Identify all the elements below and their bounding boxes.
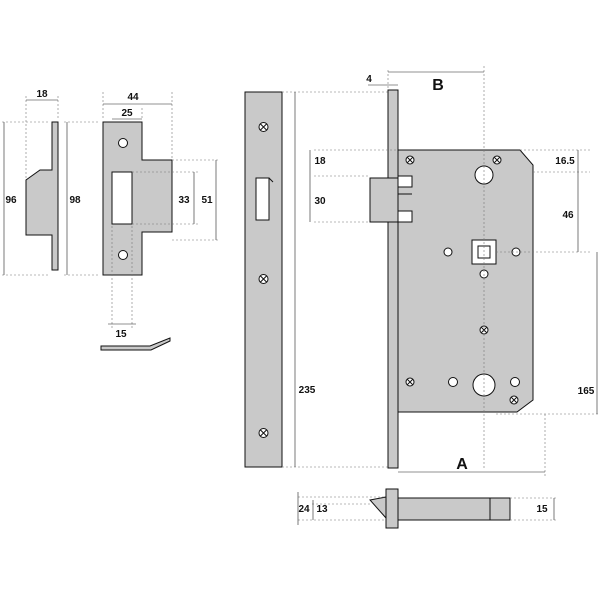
latch-bottom-view: 24 13 15 xyxy=(297,488,556,529)
latch-window xyxy=(397,210,413,223)
label-opening-outer-height: 51 xyxy=(201,195,213,206)
label-latch-end: 15 xyxy=(536,504,548,515)
follower-pin xyxy=(443,247,453,257)
label-backset-offset: 4 xyxy=(366,74,372,85)
label-plate-inner-width: 25 xyxy=(121,108,133,119)
cylinder-pin xyxy=(448,377,458,387)
screw-cross xyxy=(406,378,414,386)
strike-front-view: 44 25 98 33 51 15 xyxy=(64,92,218,351)
label-follower-distance: 46 xyxy=(562,210,574,221)
label-case-top: 18 xyxy=(314,156,326,167)
strike-plate xyxy=(102,121,173,276)
label-centre-distance: 165 xyxy=(578,386,595,397)
label-opening-height: 33 xyxy=(178,195,190,206)
lock-case xyxy=(397,149,534,413)
label-plate-height: 98 xyxy=(69,195,81,206)
latch-tip xyxy=(369,496,387,520)
slot-edge xyxy=(268,177,274,183)
cylinder-hole xyxy=(472,373,496,397)
cylinder-pin xyxy=(510,377,520,387)
screw-crosses xyxy=(260,123,267,437)
label-plate-width: 44 xyxy=(127,92,139,103)
label-backset: B xyxy=(432,77,444,94)
latch-body xyxy=(397,497,511,521)
faceplate-latch-slot xyxy=(255,177,270,221)
label-bottom-width: 15 xyxy=(115,329,127,340)
case-faceplate-edge xyxy=(387,89,399,469)
screw-hole xyxy=(118,138,128,148)
strike-bottom-profile xyxy=(100,337,171,351)
screw-cross xyxy=(510,396,518,404)
label-faceplate-height: 235 xyxy=(299,385,316,396)
lock-case-view: B 4 18 30 16.5 46 165 A xyxy=(309,66,600,478)
latch-bolt xyxy=(369,177,399,223)
faceplate-front-view: 235 xyxy=(244,91,392,468)
latch-plate xyxy=(385,488,399,529)
latch-opening xyxy=(111,171,133,225)
label-strike-height: 96 xyxy=(5,195,17,206)
label-latch-total: 24 xyxy=(298,504,310,515)
label-case-depth: A xyxy=(456,456,468,473)
label-case-corner: 16.5 xyxy=(555,156,575,167)
label-strike-width: 18 xyxy=(36,89,48,100)
strike-side-profile xyxy=(25,121,59,271)
label-latch-tip: 13 xyxy=(316,504,328,515)
screw-hole xyxy=(118,250,128,260)
screw-crosses xyxy=(406,156,501,164)
latch-window xyxy=(397,175,413,188)
label-latch-height: 30 xyxy=(314,196,326,207)
strike-side-view: 18 96 xyxy=(2,89,59,276)
